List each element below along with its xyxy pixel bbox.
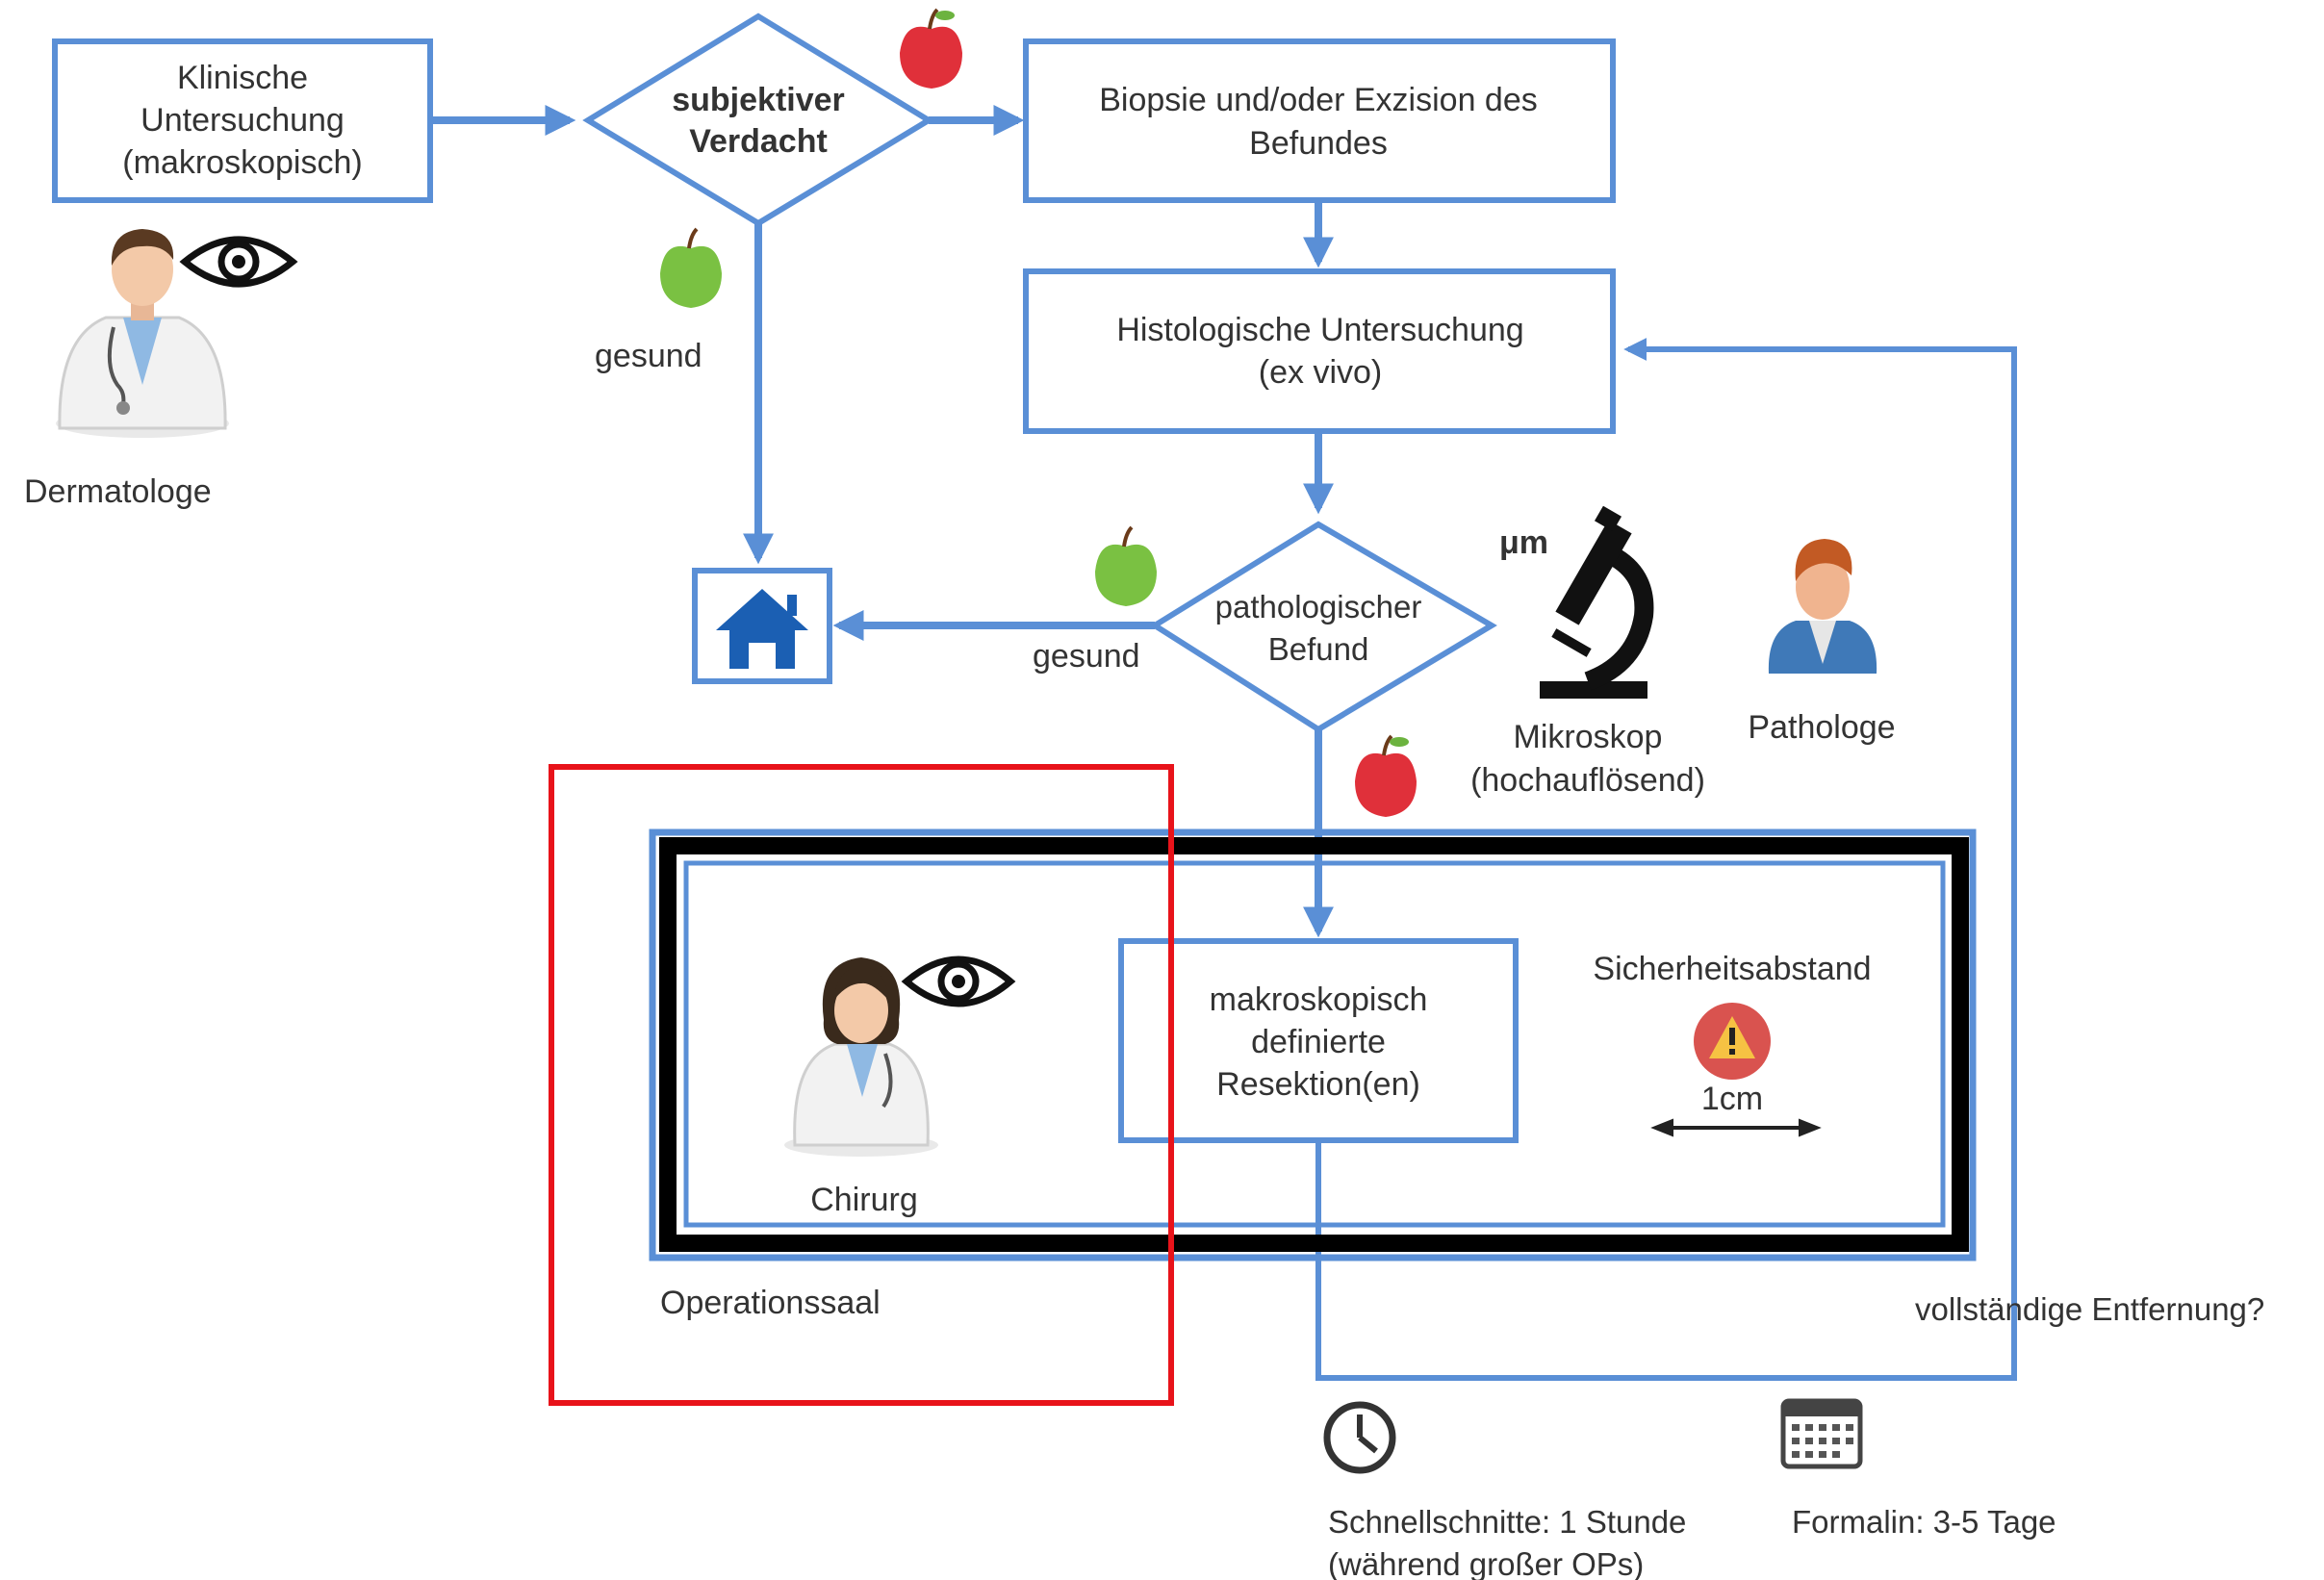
biopsy-line1: Biopsie und/oder Exzision des (1099, 82, 1538, 118)
node-biopsy: Biopsie und/oder Exzision des Befundes (1023, 38, 1616, 203)
node-suspicion: subjektiver Verdacht (582, 13, 934, 227)
apple-red-icon (1355, 734, 1417, 817)
node-resection: makroskopisch definierte Resektion(en) (1118, 938, 1519, 1143)
calendar-icon (1780, 1398, 1863, 1469)
node-pathology-finding: pathologischer Befund (1149, 521, 1497, 733)
resection-line2: definierte (1251, 1024, 1386, 1060)
suspicion-line1: subjektiver (672, 82, 845, 118)
operating-room-frame (649, 828, 1977, 1261)
dermatologist-label: Dermatologe (24, 473, 212, 510)
eye-icon (179, 236, 298, 288)
frozen-section-line1: Schnellschnitte: 1 Stunde (1328, 1504, 1686, 1540)
pathologist-icon (1768, 539, 1877, 674)
microscope-label-1: Mikroskop (1514, 719, 1663, 755)
histology-line1: Histologische Untersuchung (1116, 312, 1523, 348)
finding-line2: Befund (1268, 631, 1369, 667)
margin-value-label: 1cm (1701, 1081, 1763, 1117)
apple-red-icon (900, 8, 962, 89)
highlight-box (549, 764, 1174, 1406)
clinical-exam-line2: Untersuchung (140, 102, 345, 139)
healthy-label-1: gesund (595, 338, 702, 374)
eye-icon (901, 956, 1016, 1007)
node-home (692, 568, 832, 684)
frozen-section-line2: (während großer OPs) (1328, 1546, 1644, 1580)
clinical-exam-line3: (makroskopisch) (122, 144, 362, 181)
operating-room-label: Operationssaal (660, 1285, 881, 1321)
pathologist-label: Pathologe (1748, 709, 1895, 746)
microscope-icon (1540, 505, 1654, 699)
warning-icon (1694, 1003, 1771, 1080)
surgeon-label: Chirurg (810, 1182, 917, 1218)
clinical-exam-line1: Klinische (177, 60, 308, 96)
node-clinical-exam: Klinische Untersuchung (makroskopisch) (52, 38, 433, 203)
clock-icon (1323, 1401, 1396, 1474)
doctor-female-icon (784, 957, 938, 1157)
complete-removal-label: vollständige Entfernung? (1915, 1291, 2264, 1327)
biopsy-line2: Befundes (1249, 125, 1388, 162)
resection-line1: makroskopisch (1210, 981, 1428, 1018)
formalin-label: Formalin: 3-5 Tage (1792, 1504, 2056, 1540)
apple-green-icon (660, 227, 722, 308)
suspicion-line2: Verdacht (689, 123, 828, 160)
micrometer-label: μm (1499, 524, 1548, 561)
arrow-resection-loop-to-histology (1315, 338, 2017, 1381)
apple-green-icon (1095, 525, 1157, 606)
safety-margin-label: Sicherheitsabstand (1593, 951, 1871, 987)
connectors (431, 105, 2017, 1381)
microscope-label-2: (hochauflösend) (1470, 762, 1705, 799)
doctor-male-icon (56, 229, 229, 438)
resection-line3: Resektion(en) (1216, 1066, 1420, 1103)
healthy-label-2: gesund (1033, 638, 1140, 675)
home-icon (716, 589, 808, 669)
node-histology: Histologische Untersuchung (ex vivo) (1023, 268, 1616, 434)
finding-line1: pathologischer (1215, 589, 1422, 624)
histology-line2: (ex vivo) (1259, 354, 1382, 391)
